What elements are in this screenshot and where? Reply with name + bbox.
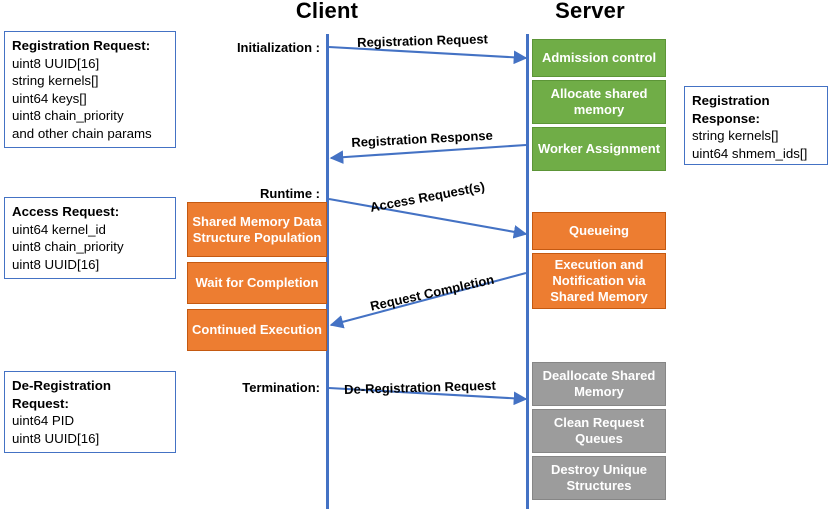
activity-deallocate-shared-memory: Deallocate Shared Memory — [532, 362, 666, 406]
server-lifeline — [526, 34, 529, 509]
note-registration-response: Registration Response: string kernels[] … — [684, 86, 828, 165]
note-deregistration-request: De-Registration Request: uint64 PID uint… — [4, 371, 176, 453]
message-label-access-requests: Access Request(s) — [368, 178, 486, 215]
activity-wait-for-completion: Wait for Completion — [187, 262, 327, 304]
note-field: uint64 shmem_ids[] — [692, 145, 808, 161]
note-field: string kernels[] — [692, 128, 779, 144]
activity-continued-execution: Continued Execution — [187, 309, 327, 351]
note-field: uint8 UUID[16] — [12, 256, 100, 272]
column-header-server: Server — [555, 0, 625, 23]
note-field: string kernels[] — [12, 73, 99, 89]
activity-admission-control: Admission control — [532, 39, 666, 77]
message-label-registration-response: Registration Response — [350, 127, 494, 150]
note-field: uint8 UUID[16] — [12, 430, 100, 446]
note-title: Response: — [692, 110, 760, 126]
note-registration-request: Registration Request: uint8 UUID[16] str… — [4, 31, 176, 148]
note-field: uint64 PID — [12, 413, 75, 429]
message-label-registration-request: Registration Request — [356, 31, 489, 50]
activity-clean-request-queues: Clean Request Queues — [532, 409, 666, 453]
note-access-request: Access Request: uint64 kernel_id uint8 c… — [4, 197, 176, 279]
message-label-request-completion: Request Completion — [368, 271, 496, 314]
phase-label-runtime: Runtime : — [260, 186, 320, 201]
activity-allocate-shared-memory: Allocate shared memory — [532, 80, 666, 124]
activity-execution-notification: Execution and Notification via Shared Me… — [532, 253, 666, 309]
activity-worker-assignment: Worker Assignment — [532, 127, 666, 171]
note-title: Registration — [692, 93, 770, 108]
note-title: De-Registration — [12, 378, 111, 393]
activity-destroy-unique-structures: Destroy Unique Structures — [532, 456, 666, 500]
column-header-client: Client — [295, 0, 359, 23]
activity-queueing: Queueing — [532, 212, 666, 250]
activity-shared-memory-population: Shared Memory Data Structure Population — [187, 202, 327, 257]
note-field: uint64 keys[] — [12, 90, 87, 106]
phase-label-termination: Termination: — [242, 380, 320, 395]
phase-label-initialization: Initialization : — [236, 40, 320, 55]
note-title: Registration Request: — [12, 38, 151, 53]
note-field: uint8 chain_priority — [12, 239, 124, 255]
note-field: uint8 chain_priority — [12, 108, 124, 124]
note-field: uint64 kernel_id — [12, 221, 106, 237]
note-title: Request: — [12, 395, 69, 411]
note-title: Access Request: — [12, 204, 120, 219]
note-field: and other chain params — [12, 125, 152, 141]
note-field: uint8 UUID[16] — [12, 55, 100, 71]
message-label-deregistration-request: De-Registration Request — [343, 377, 497, 397]
client-lifeline — [326, 34, 329, 509]
